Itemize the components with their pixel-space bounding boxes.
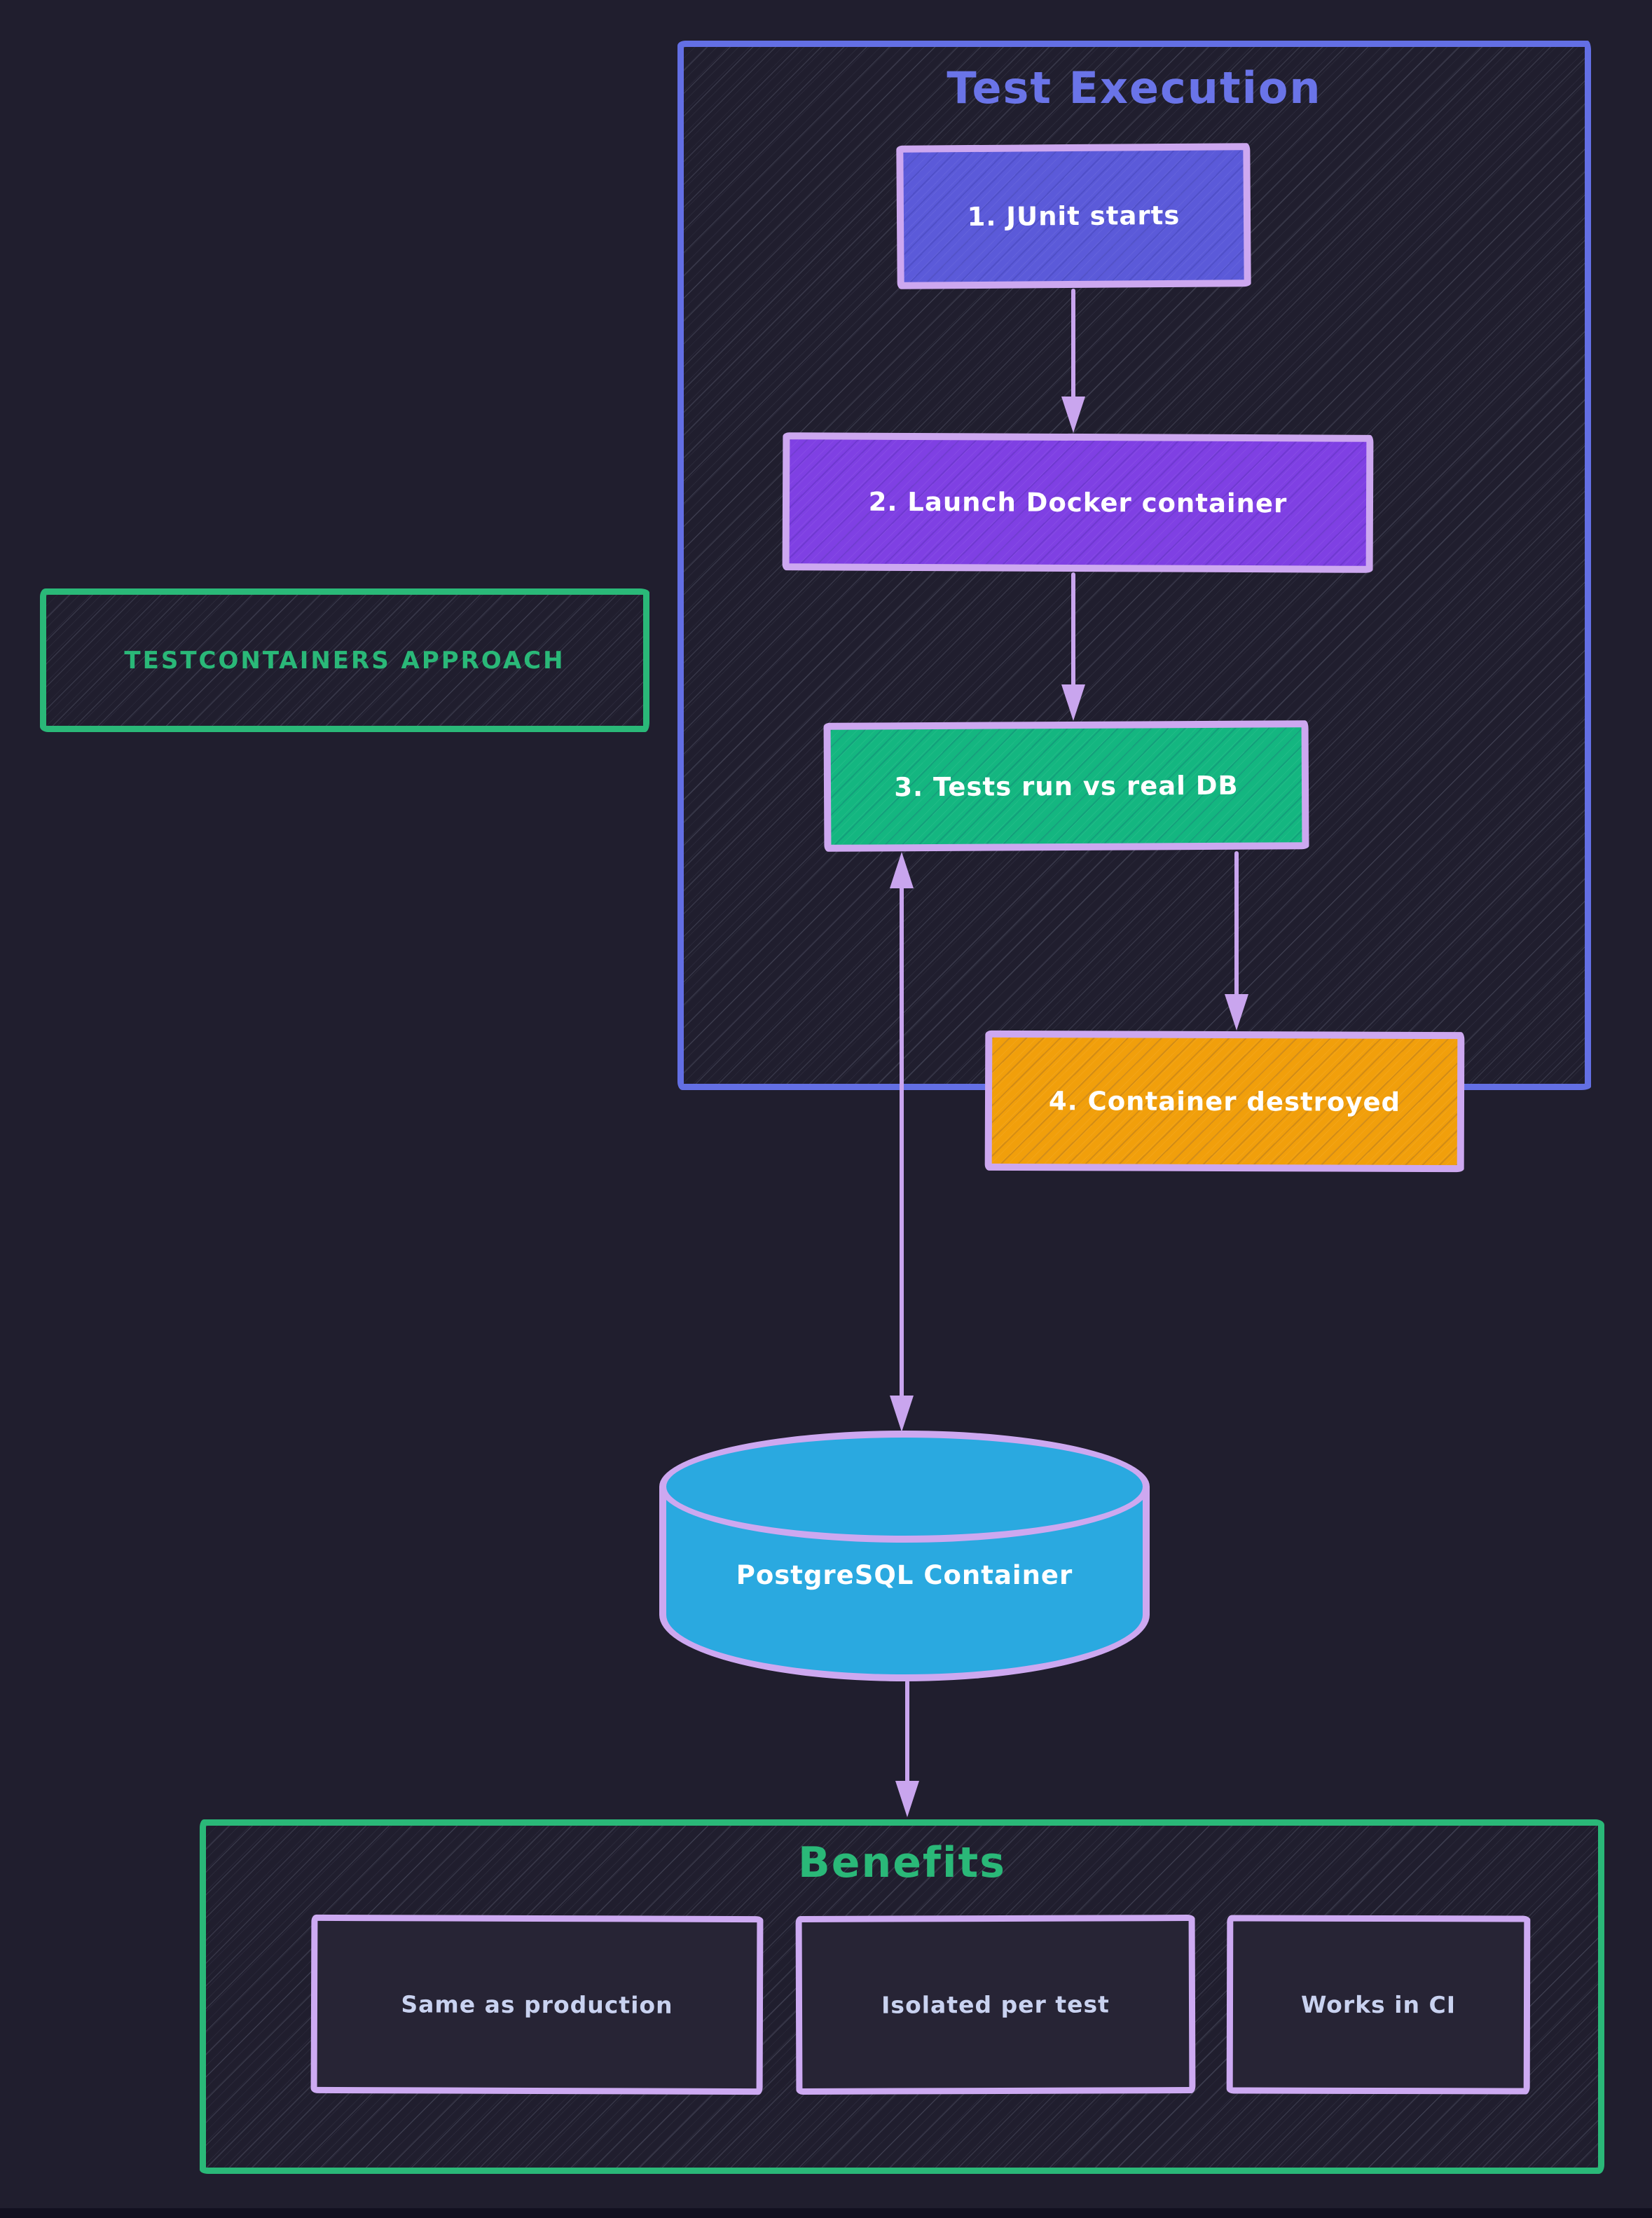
arrow-shaft [1071,572,1075,689]
step-launch-docker-container: 2. Launch Docker container [782,432,1374,573]
step-tests-run-real-db: 3. Tests run vs real DB [823,720,1309,852]
test-execution-title: Test Execution [947,62,1322,113]
arrow-postgres-to-benefits [895,1680,919,1817]
arrow-shaft [1234,851,1239,998]
arrow-down-head-icon [895,1781,919,1817]
arrow-up-head-icon [890,852,914,888]
step-container-destroyed-label: 4. Container destroyed [1048,1085,1401,1117]
arrow-junit-to-docker [1061,289,1085,433]
testcontainers-approach-box: TESTCONTAINERS APPROACH [40,588,649,732]
arrow-down-head-icon [890,1396,914,1432]
arrow-down-head-icon [1061,684,1085,721]
step-junit-starts-label: 1. JUnit starts [967,200,1181,233]
step-container-destroyed: 4. Container destroyed [984,1030,1465,1173]
benefit-card-same-as-production: Same as production [310,1914,764,2095]
benefit-card-works-in-ci: Works in CI [1226,1915,1531,2095]
benefit-label: Isolated per test [881,1990,1110,2019]
postgresql-container-label: PostgreSQL Container [736,1560,1073,1590]
postgresql-container-cylinder: PostgreSQL Container [659,1431,1150,1681]
bottom-edge-strip [0,2208,1652,2218]
benefit-card-isolated-per-test: Isolated per test [795,1915,1196,2095]
benefits-title: Benefits [798,1838,1006,1887]
step-launch-docker-container-label: 2. Launch Docker container [868,486,1288,519]
arrow-shaft [905,1680,909,1785]
step-junit-starts: 1. JUnit starts [896,143,1251,289]
benefit-label: Same as production [401,1990,673,2019]
testcontainers-approach-label: TESTCONTAINERS APPROACH [124,646,565,675]
step-tests-run-real-db-label: 3. Tests run vs real DB [894,770,1239,802]
arrow-docker-to-tests [1061,572,1085,721]
arrow-down-head-icon [1061,397,1085,433]
cylinder-top-ellipse [659,1431,1150,1543]
arrow-down-head-icon [1225,994,1248,1031]
arrow-tests-to-destroyed [1225,851,1248,1031]
benefits-frame: Benefits Same as production Isolated per… [200,1819,1604,2174]
benefit-label: Works in CI [1300,1990,1457,2019]
double-arrow-tests-postgres [890,852,914,1432]
arrow-shaft [900,884,904,1400]
arrow-shaft [1071,289,1075,401]
